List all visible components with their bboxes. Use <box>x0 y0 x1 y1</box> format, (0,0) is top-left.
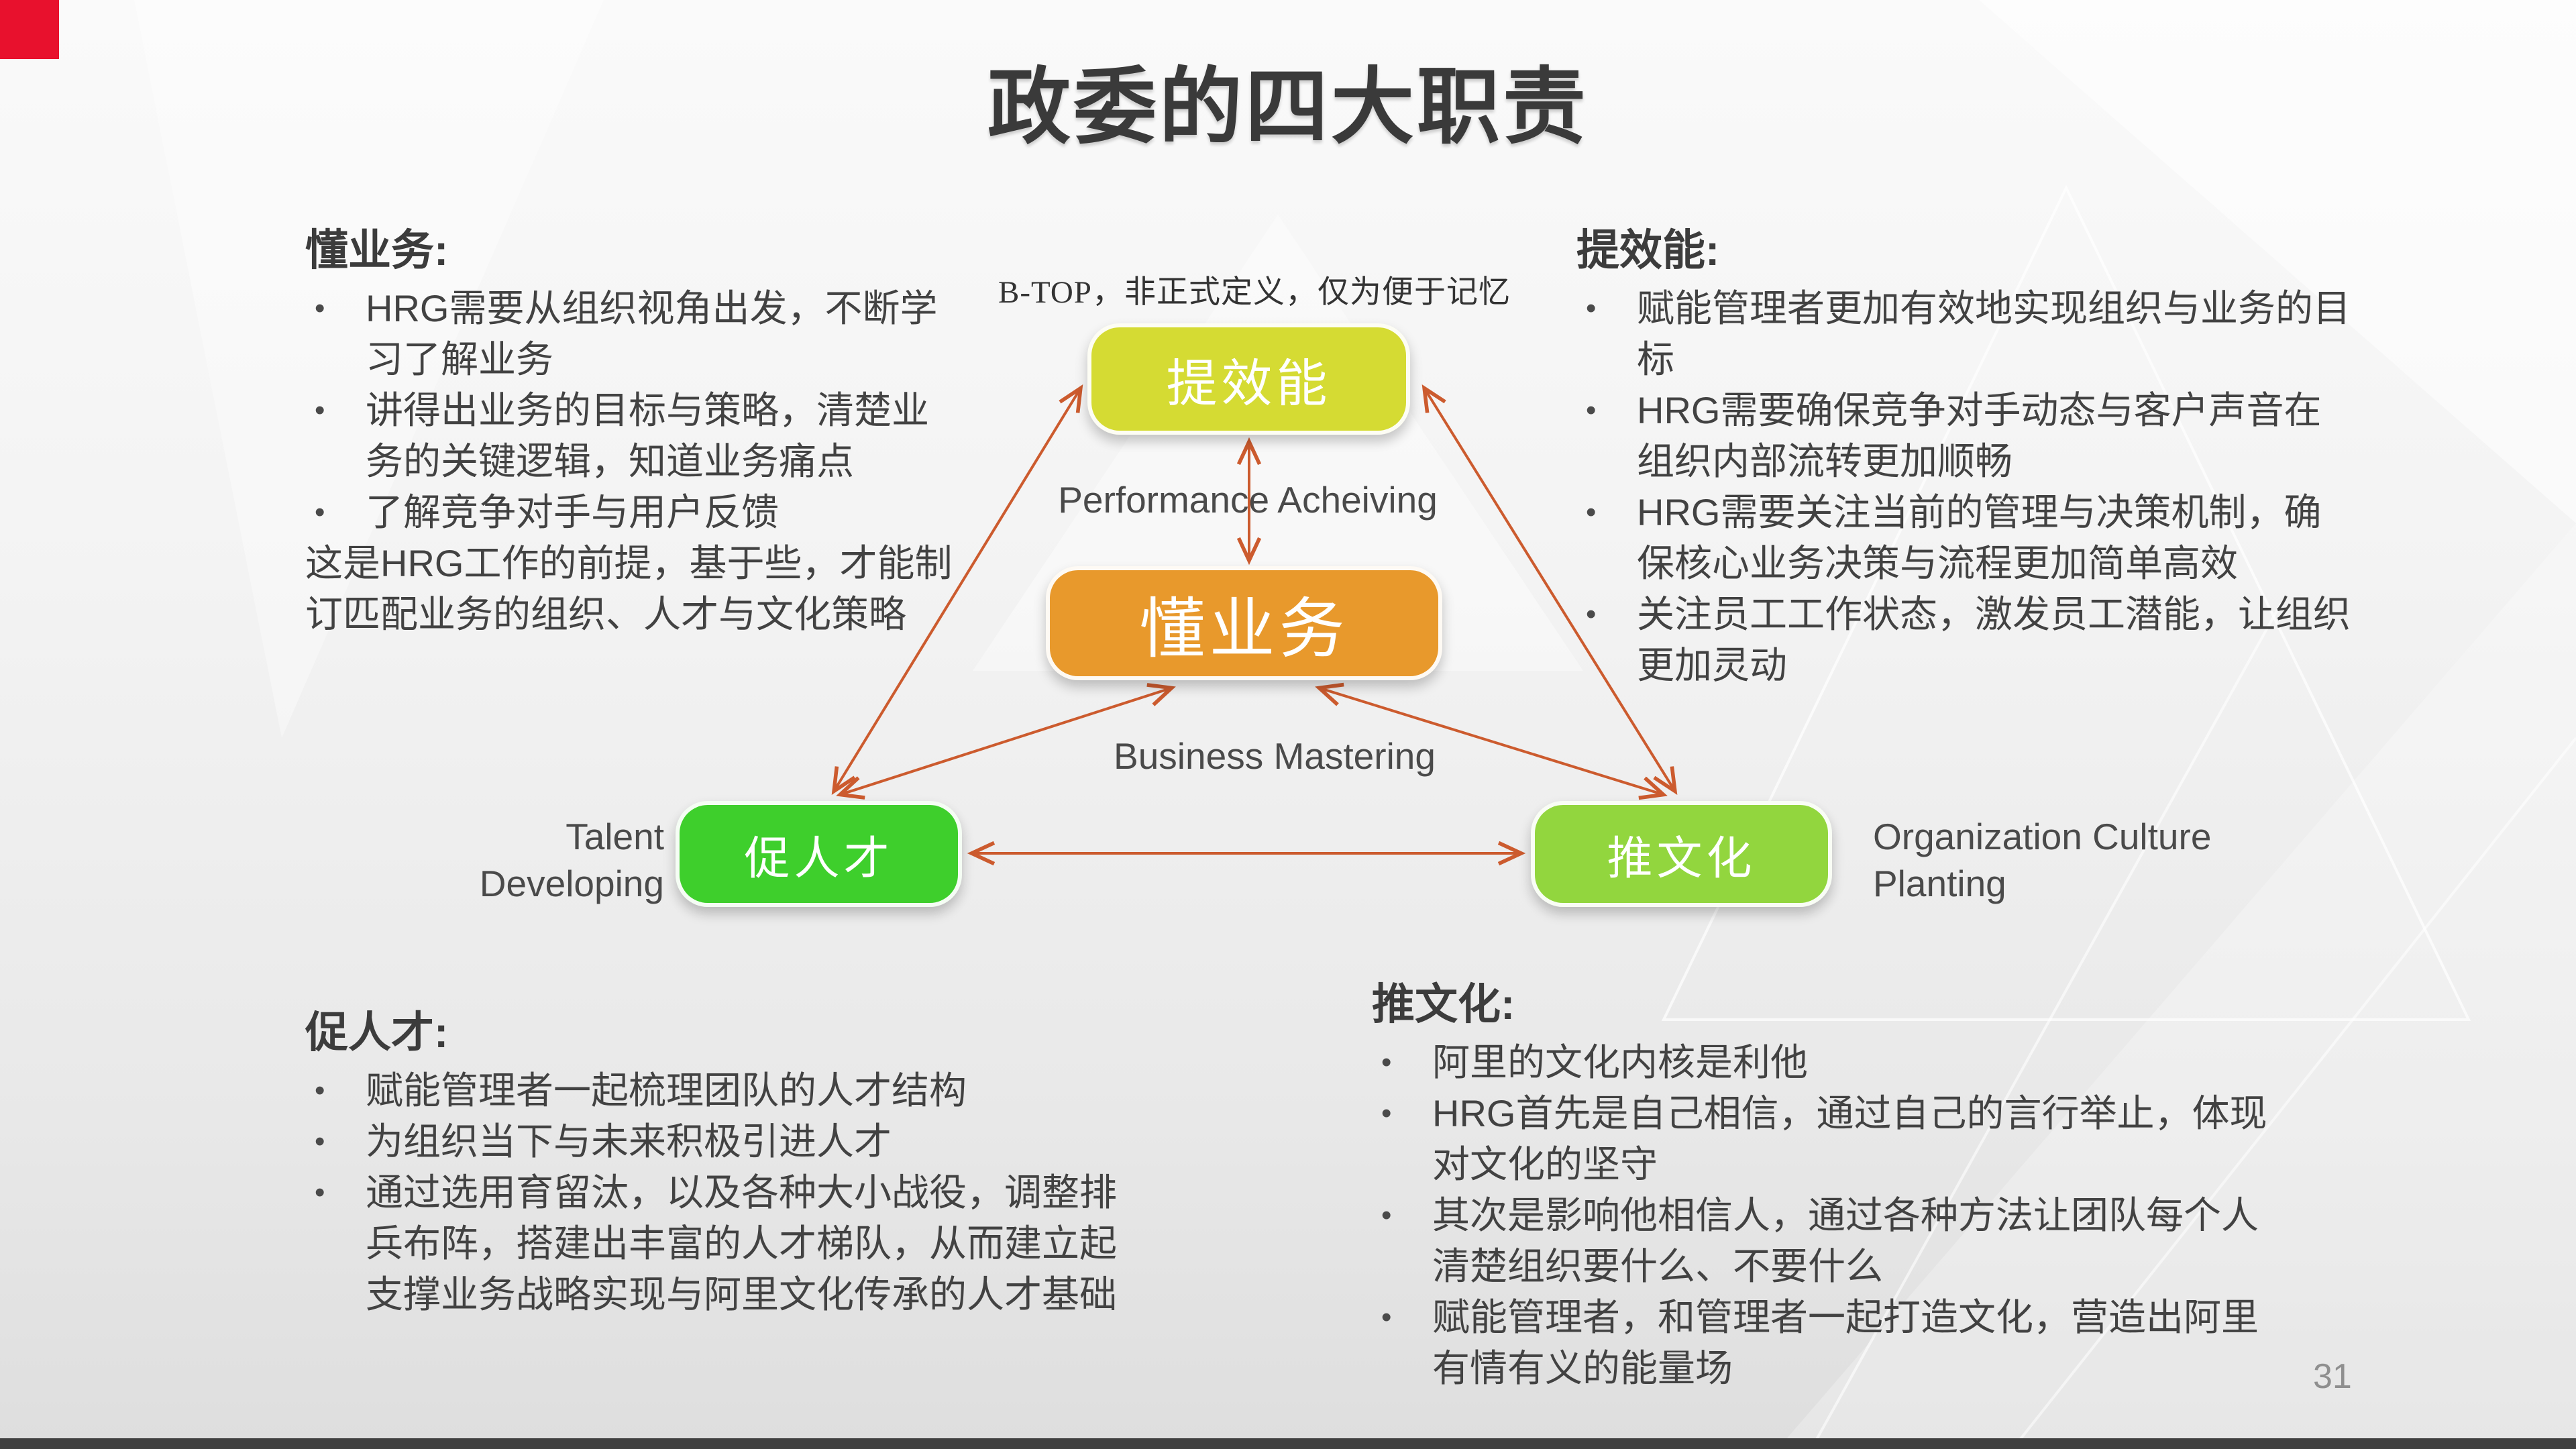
bullet-item: • 为组织当下与未来积极引进人才 <box>305 1116 1154 1167</box>
bullet-marker: • <box>315 292 325 325</box>
block-understand-business-heading: 懂业务: <box>305 226 449 274</box>
block-improve-efficiency-heading: 提效能: <box>1576 226 1720 274</box>
block-push-culture-heading: 推文化: <box>1372 980 1515 1028</box>
bullet-text: HRG需要确保竞争对手动态与客户声音在组织内部流转更加顺畅 <box>1637 389 2322 482</box>
bullet-marker: • <box>315 1074 325 1107</box>
bullet-item: • 讲得出业务的目标与策略，清楚业务的关键逻辑，知道业务痛点 <box>305 385 966 487</box>
node-culture: 推文化 <box>1531 801 1832 907</box>
bullet-text: HRG首先是自己相信，通过自己的言行举止，体现对文化的坚守 <box>1432 1092 2267 1185</box>
bullet-marker: • <box>1381 1046 1392 1079</box>
block-improve-efficiency-bullets: • 赋能管理者更加有效地实现组织与业务的目标 • HRG需要确保竞争对手动态与客户声音… <box>1576 283 2358 691</box>
block-understand-business-bullets: • HRG需要从组织视角出发，不断学习了解业务 • 讲得出业务的目标与策略，清楚业务的… <box>305 283 966 538</box>
block-push-culture-bullets: • 阿里的文化内核是利他 • HRG首先是自己相信，通过自己的言行举止，体现对文化的坚… <box>1372 1037 2288 1394</box>
bullet-marker: • <box>1586 496 1597 529</box>
bullet-text: 赋能管理者更加有效地实现组织与业务的目标 <box>1637 287 2351 380</box>
node-talent-label: 促人才 <box>744 833 894 884</box>
block-promote-talent-heading: 促人才: <box>305 1008 449 1057</box>
bullet-item: • 通过选用育留汰，以及各种大小战役，调整排兵布阵，搭建出丰富的人才梯队，从而建立… <box>305 1167 1154 1320</box>
bullet-text: 其次是影响他相信人，通过各种方法让团队每个人清楚组织要什么、不要什么 <box>1432 1194 2259 1287</box>
bullet-item: • HRG首先是自己相信，通过自己的言行举止，体现对文化的坚守 <box>1372 1088 2288 1190</box>
bullet-marker: • <box>1586 598 1597 631</box>
bullet-item: • HRG需要确保竞争对手动态与客户声音在组织内部流转更加顺畅 <box>1576 385 2358 487</box>
bullet-text: 关注员工工作状态，激发员工潜能，让组织更加灵动 <box>1637 593 2351 686</box>
bullet-marker: • <box>315 1125 325 1158</box>
bullet-text: HRG需要关注当前的管理与决策机制，确保核心业务决策与流程更加简单高效 <box>1637 491 2322 584</box>
label-talent-developing: Talent Developing <box>479 816 664 905</box>
node-business: 懂业务 <box>1046 566 1442 680</box>
bullet-marker: • <box>315 1176 325 1209</box>
bullet-item: • 其次是影响他相信人，通过各种方法让团队每个人清楚组织要什么、不要什么 <box>1372 1190 2288 1292</box>
block-promote-talent-bullets: • 赋能管理者一起梳理团队的人才结构 • 为组织当下与未来积极引进人才 • 通过选用育留汰… <box>305 1065 1154 1320</box>
label-performance-acheiving: Performance Acheiving <box>1058 479 1438 521</box>
edge-culture-efficiency <box>1425 389 1674 790</box>
node-efficiency-label: 提效能 <box>1166 356 1332 413</box>
node-business-label: 懂业务 <box>1139 592 1349 665</box>
node-talent: 促人才 <box>676 801 962 907</box>
bullet-marker: • <box>1381 1301 1392 1334</box>
bullet-marker: • <box>1381 1097 1392 1130</box>
page-number: 31 <box>2313 1357 2352 1396</box>
bullet-text: 讲得出业务的目标与策略，清楚业务的关键逻辑，知道业务痛点 <box>366 389 929 482</box>
bullet-marker: • <box>315 496 325 529</box>
bullet-marker: • <box>1381 1199 1392 1232</box>
block-improve-efficiency: 提效能: • 赋能管理者更加有效地实现组织与业务的目标 • HRG需要确保竞争对手动态… <box>1576 216 2358 691</box>
bullet-item: • 阿里的文化内核是利他 <box>1372 1037 2288 1088</box>
bullet-item: • HRG需要从组织视角出发，不断学习了解业务 <box>305 283 966 385</box>
btop-note: B-TOP，非正式定义，仅为便于记忆 <box>998 275 1511 310</box>
corner-accent <box>0 0 59 59</box>
bullet-text: 通过选用育留汰，以及各种大小战役，调整排兵布阵，搭建出丰富的人才梯队，从而建立起… <box>366 1171 1117 1316</box>
block-understand-business-footer: 这是HRG工作的前提，基于些，才能制订匹配业务的组织、人才与文化策略 <box>305 542 953 635</box>
edge-talent-efficiency <box>835 389 1080 790</box>
block-understand-business: 懂业务: • HRG需要从组织视角出发，不断学习了解业务 • 讲得出业务的目标与策略，… <box>305 216 966 640</box>
node-culture-label: 推文化 <box>1607 833 1756 884</box>
bullet-text: 为组织当下与未来积极引进人才 <box>366 1120 892 1163</box>
bullet-item: • HRG需要关注当前的管理与决策机制，确保核心业务决策与流程更加简单高效 <box>1576 487 2358 589</box>
bullet-item: • 关注员工工作状态，激发员工潜能，让组织更加灵动 <box>1576 589 2358 691</box>
bullet-text: 赋能管理者，和管理者一起打造文化，营造出阿里有情有义的能量场 <box>1432 1296 2259 1389</box>
bullet-item: • 赋能管理者，和管理者一起打造文化，营造出阿里有情有义的能量场 <box>1372 1292 2288 1394</box>
bullet-text: 赋能管理者一起梳理团队的人才结构 <box>366 1069 967 1112</box>
label-organization-culture-planting: Organization Culture Planting <box>1873 816 2212 905</box>
bullet-item: • 赋能管理者更加有效地实现组织与业务的目标 <box>1576 283 2358 385</box>
bullet-text: 阿里的文化内核是利他 <box>1432 1041 1808 1083</box>
block-promote-talent: 促人才: • 赋能管理者一起梳理团队的人才结构 • 为组织当下与未来积极引进人才 • 通过… <box>305 998 1154 1320</box>
block-push-culture: 推文化: • 阿里的文化内核是利他 • HRG首先是自己相信，通过自己的言行举止，体现… <box>1372 970 2288 1394</box>
bullet-item: • 了解竞争对手与用户反馈 <box>305 487 966 538</box>
bullet-text: 了解竞争对手与用户反馈 <box>366 491 779 533</box>
bullet-marker: • <box>1586 394 1597 427</box>
slide-title: 政委的四大职责 <box>987 61 1589 154</box>
node-efficiency: 提效能 <box>1087 323 1410 435</box>
bottom-bar <box>0 1438 2576 1449</box>
bullet-item: • 赋能管理者一起梳理团队的人才结构 <box>305 1065 1154 1116</box>
label-business-mastering: Business Mastering <box>1114 735 1436 777</box>
bullet-text: HRG需要从组织视角出发，不断学习了解业务 <box>366 287 938 380</box>
bullet-marker: • <box>315 394 325 427</box>
bullet-marker: • <box>1586 292 1597 325</box>
